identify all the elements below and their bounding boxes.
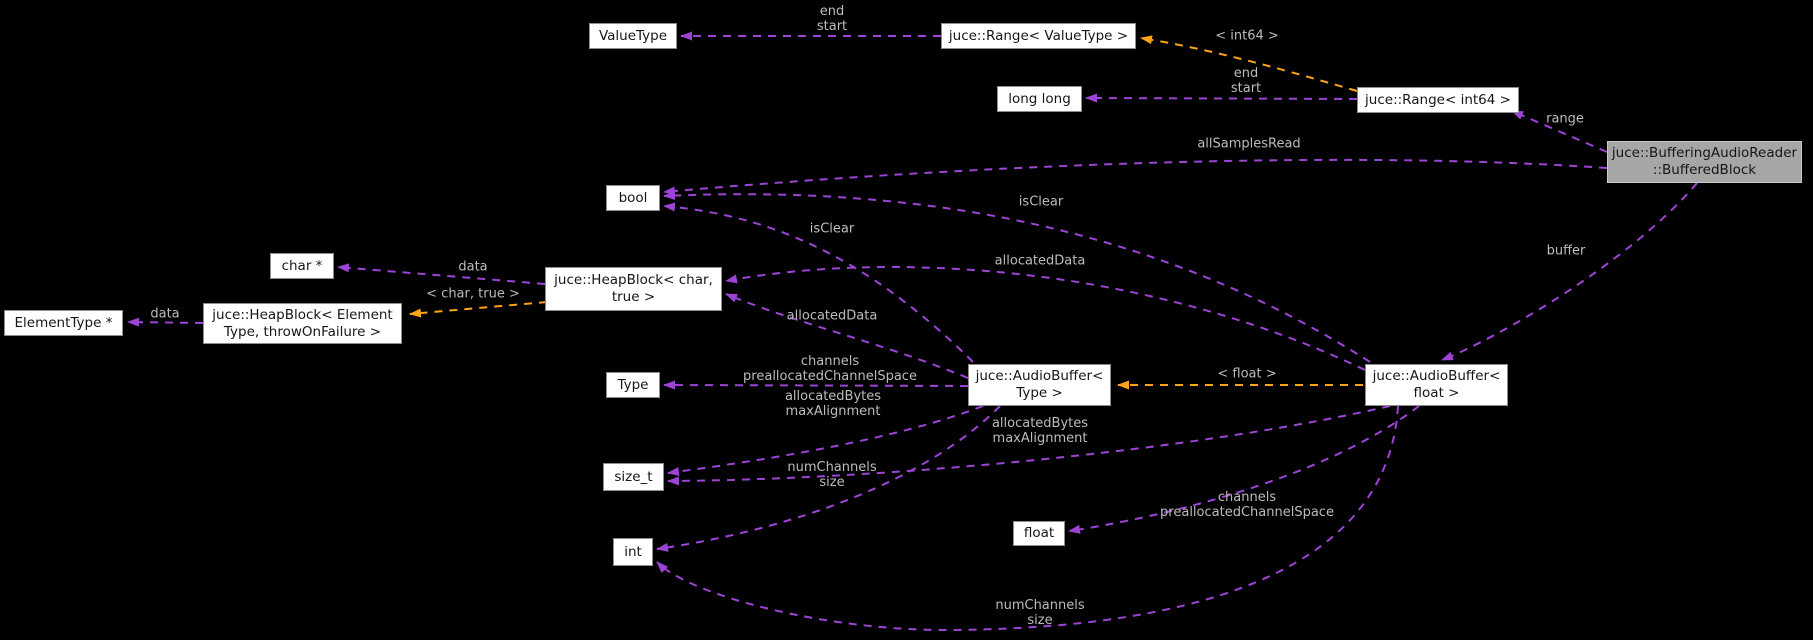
class-node-label: float > xyxy=(1413,385,1460,401)
class-node-label: juce::HeapBlock< Element xyxy=(212,306,393,323)
class-node-int[interactable]: int xyxy=(613,538,653,566)
class-node-label: int xyxy=(624,543,642,560)
class-node-char-ptr[interactable]: char * xyxy=(270,253,334,279)
class-node-label: Type xyxy=(617,376,649,393)
edge-audiobuffer-type-to-heapblock-char xyxy=(725,293,969,379)
main-class-node-buffered-block: juce::BufferingAudioReader::BufferedBloc… xyxy=(1607,141,1802,183)
class-node-label: juce::BufferingAudioReader xyxy=(1611,145,1798,161)
class-node-audiobuffer-float[interactable]: juce::AudioBuffer<float > xyxy=(1365,364,1508,406)
edge-buffered-block-to-audiobuffer-float xyxy=(1441,182,1698,361)
class-node-type[interactable]: Type xyxy=(606,372,660,398)
class-node-elementtype-ptr[interactable]: ElementType * xyxy=(4,310,123,336)
edge-audiobuffer-type-to-bool xyxy=(663,202,974,363)
class-node-range-int64[interactable]: juce::Range< int64 > xyxy=(1357,87,1519,113)
class-node-float[interactable]: float xyxy=(1013,521,1065,546)
class-node-range-valuetype[interactable]: juce::Range< ValueType > xyxy=(941,23,1136,49)
class-node-label: Type > xyxy=(1016,385,1063,401)
edge-buffered-block-to-bool xyxy=(663,158,1608,196)
edge-buffered-block-to-range-int64 xyxy=(1511,110,1608,153)
edge-heapblock-char-to-char-ptr xyxy=(337,263,546,285)
class-node-label: long long xyxy=(1008,90,1071,107)
edge-audiobuffer-type-to-int xyxy=(656,405,1001,552)
edge-heapblock-elementtype-to-elementtype-ptr xyxy=(127,317,204,327)
edge-audiobuffer-float-to-bool xyxy=(663,191,1371,363)
class-node-label: bool xyxy=(618,189,648,206)
class-node-label: size_t xyxy=(614,468,653,485)
edge-audiobuffer-float-to-float xyxy=(1068,405,1420,534)
edge-audiobuffer-float-to-int xyxy=(656,405,1399,632)
class-node-heapblock-char[interactable]: juce::HeapBlock< char,true > xyxy=(545,267,722,311)
edge-range-int64-to-range-valuetype xyxy=(1140,35,1358,92)
class-node-value-type[interactable]: ValueType xyxy=(589,23,677,49)
class-node-label: char * xyxy=(281,257,323,274)
class-node-label: juce::AudioBuffer< xyxy=(975,368,1104,384)
class-node-bool[interactable]: bool xyxy=(606,185,660,211)
class-node-label: ElementType * xyxy=(14,314,113,331)
edge-range-int64-to-long-long xyxy=(1085,93,1358,103)
class-node-label: juce::HeapBlock< char, xyxy=(554,272,713,288)
class-node-label: juce::Range< int64 > xyxy=(1365,91,1511,108)
class-node-label: ValueType xyxy=(598,27,668,44)
edge-heapblock-char-to-heapblock-elementtype xyxy=(409,301,548,318)
class-node-label: juce::AudioBuffer< xyxy=(1372,368,1501,384)
edge-audiobuffer-float-to-size-t xyxy=(667,405,1391,486)
class-node-size-t[interactable]: size_t xyxy=(603,463,664,491)
edge-audiobuffer-float-to-heapblock-char xyxy=(725,266,1366,371)
class-node-label: juce::Range< ValueType > xyxy=(948,27,1129,44)
class-node-label: ::BufferedBlock xyxy=(1652,162,1757,178)
class-node-long-long[interactable]: long long xyxy=(997,86,1082,112)
class-node-label: float xyxy=(1023,525,1055,541)
edge-audiobuffer-type-to-size-t xyxy=(667,405,984,476)
class-node-audiobuffer-type[interactable]: juce::AudioBuffer<Type > xyxy=(968,364,1111,406)
class-node-label: Type, throwOnFailure > xyxy=(223,323,382,340)
edge-audiobuffer-type-to-type xyxy=(663,380,969,390)
class-node-label: true > xyxy=(611,289,656,305)
